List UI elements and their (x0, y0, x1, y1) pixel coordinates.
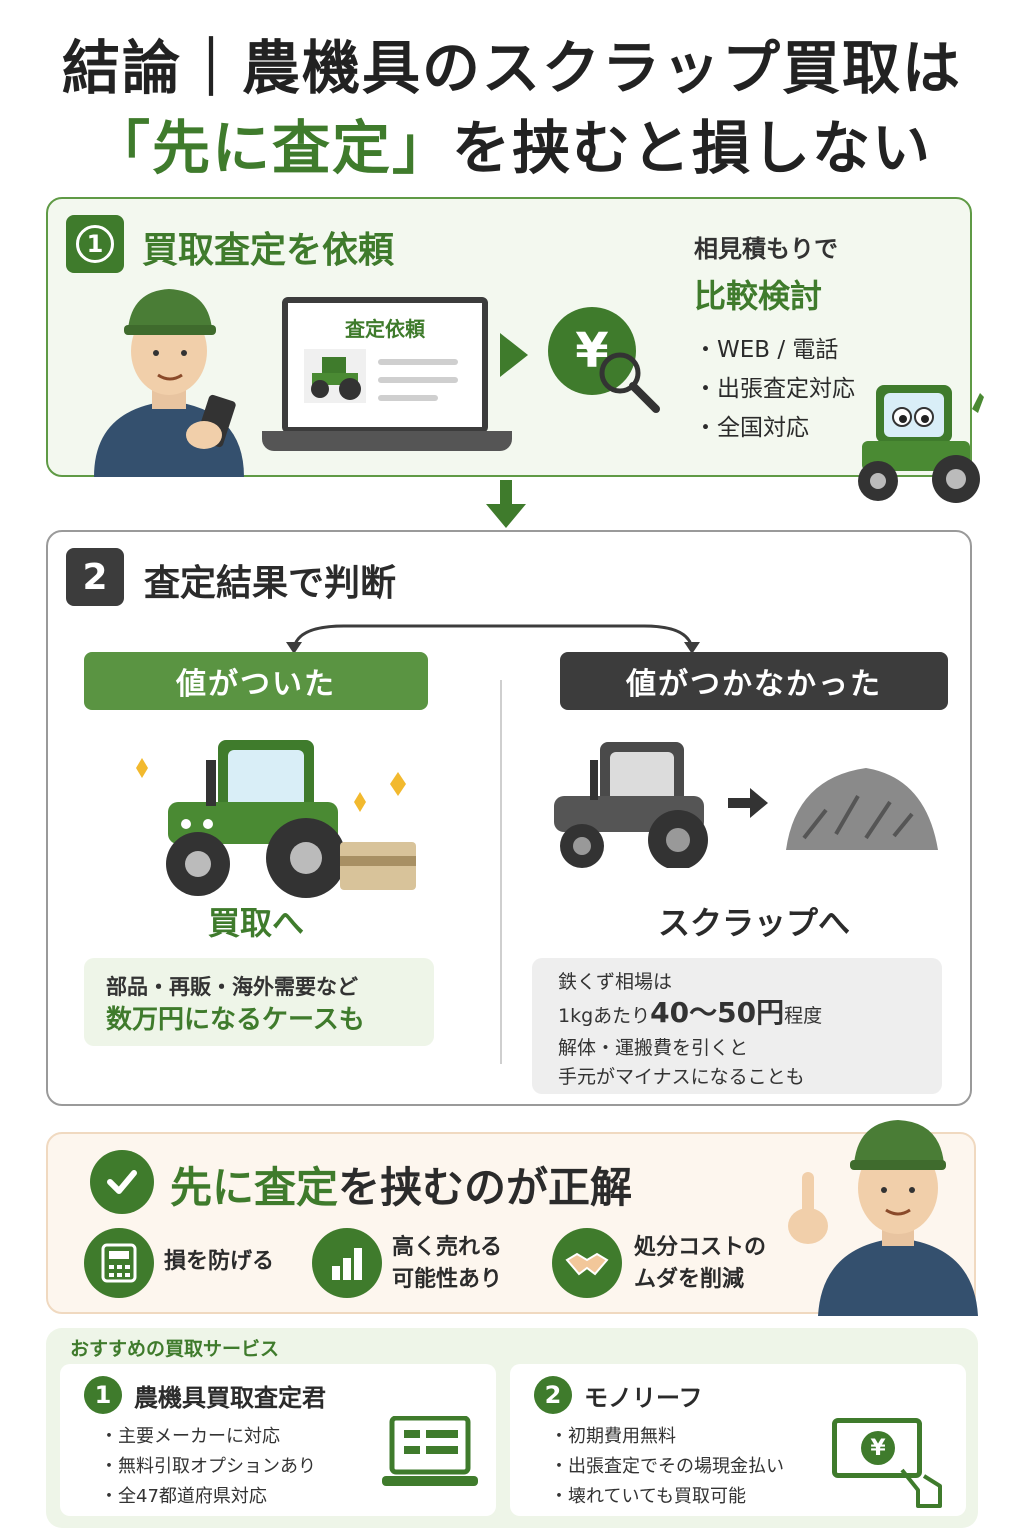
service-bullet-list: ・初期費用無料 ・出張査定でその場現金払い ・壊れていても買取可能 (550, 1422, 784, 1512)
step1-panel: 1 買取査定を依頼 査定依頼 ¥ (46, 197, 984, 503)
valued-note: 部品・再販・海外需要など 数万円になるケースも (84, 958, 434, 1046)
service-bullet: ・壊れていても買取可能 (550, 1486, 747, 1507)
benefit-line: 高く売れる (392, 1235, 503, 1260)
title-line-2-rest: を挟むと損しない (452, 114, 933, 182)
benefit-text: 高く売れる可能性あり (392, 1232, 502, 1296)
scrap-note-line-2: 1kgあたり40〜50円程度 (558, 996, 916, 1033)
service-bullet: ・主要メーカーに対応 (100, 1426, 280, 1447)
valued-note-line-2: 数万円になるケースも (106, 1005, 365, 1035)
benefit-text: 損を防げる (164, 1246, 274, 1278)
laptop-list-icon (382, 1416, 478, 1486)
checkmark-icon (90, 1150, 154, 1214)
valued-pill: 値がついた (84, 652, 428, 710)
service-bullet: ・全47都道府県対応 (100, 1486, 267, 1507)
scrap-price-suffix: 程度 (784, 1005, 823, 1027)
title-highlight: 「先に査定」 (91, 114, 452, 182)
step2-title: 査定結果で判断 (144, 563, 397, 604)
yen-coin-icon: ¥ (861, 1431, 895, 1465)
text-line-placeholder (378, 377, 458, 383)
service-bullet: ・無料引取オプションあり (100, 1456, 316, 1477)
conclusion-title-rest: を挟むのが正解 (338, 1163, 633, 1212)
not-valued-pill: 値がつかなかった (560, 652, 948, 710)
branch-arrow-icon (286, 624, 700, 654)
conclusion-highlight: 先に査定 (170, 1163, 339, 1212)
scrap-note: 鉄くず相場は 1kgあたり40〜50円程度 解体・運搬費を引くと 手元がマイナス… (532, 958, 942, 1094)
step1-number: 1 (76, 225, 114, 263)
service-bullet: ・出張査定でその場現金払い (550, 1456, 784, 1477)
service-name: 農機具買取査定君 (134, 1384, 326, 1412)
laptop-illustration: 査定依頼 (262, 297, 512, 457)
step1-bullet: ・WEB / 電話 (694, 337, 839, 363)
title-line-1: 結論｜農機具のスクラップ買取は (61, 34, 962, 102)
compare-caption: 相見積もりで (694, 235, 838, 263)
tractor-thumbnail-icon (304, 349, 366, 403)
column-divider (500, 680, 502, 1064)
step1-bullet: ・出張査定対応 (694, 376, 855, 402)
service-number: 1 (84, 1376, 122, 1414)
scrap-price-prefix: 1kgあたり (558, 1005, 651, 1027)
laptop-screen: 査定依頼 (282, 297, 488, 433)
service-bullet-list: ・主要メーカーに対応 ・無料引取オプションあり ・全47都道府県対応 (100, 1422, 316, 1512)
cash-bill-icon: ¥ (832, 1418, 922, 1478)
appraisal-request-label: 査定依頼 (345, 317, 425, 341)
scrap-result: スクラップへ (657, 904, 850, 942)
page-title: 結論｜農機具のスクラップ買取は 「先に査定」を挟むと損しない (0, 30, 1024, 186)
calculator-icon (84, 1228, 154, 1298)
conclusion-title: 先に査定を挟むのが正解 (170, 1154, 632, 1215)
pointing-farmer-illustration (788, 1120, 978, 1316)
step2-badge: 2 (66, 548, 124, 606)
yen-icon: ¥ (548, 307, 636, 395)
tractor-mascot-illustration (858, 385, 984, 503)
service-card[interactable]: 2 モノリーフ ・初期費用無料 ・出張査定でその場現金払い ・壊れていても買取可… (510, 1364, 966, 1516)
service-name: モノリーフ (584, 1384, 703, 1412)
valued-note-line-1: 部品・再販・海外需要など (106, 975, 358, 999)
service-number: 2 (534, 1376, 572, 1414)
service-bullet: ・初期費用無料 (550, 1426, 676, 1447)
laptop-keyboard (262, 431, 512, 451)
benefit-text: 処分コストのムダを削減 (634, 1232, 766, 1296)
arrow-down-icon (486, 480, 526, 528)
benefit-line: ムダを削減 (634, 1267, 745, 1292)
benefit-line: 処分コストの (634, 1235, 767, 1260)
farmer-with-phone-illustration (94, 289, 244, 477)
service-card[interactable]: 1 農機具買取査定君 ・主要メーカーに対応 ・無料引取オプションあり ・全47都… (60, 1364, 496, 1516)
compare-highlight: 比較検討 (694, 277, 823, 315)
arrow-right-icon (500, 333, 528, 377)
scrap-note-line-3: 解体・運搬費を引くと (558, 1037, 749, 1059)
step1-title: 買取査定を依頼 (142, 230, 395, 271)
benefit-line: 可能性あり (392, 1267, 503, 1292)
conclusion-panel: 先に査定を挟むのが正解 損を防げる 高く売れる可能性あり 処分コストのムダを削減 (46, 1120, 978, 1316)
benefit-line: 損を防げる (164, 1249, 275, 1274)
step1-badge: 1 (66, 215, 124, 273)
services-label: おすすめの買取サービス (70, 1338, 280, 1360)
services-panel: おすすめの買取サービス 1 農機具買取査定君 ・主要メーカーに対応 ・無料引取オ… (46, 1328, 978, 1528)
hand-icon (900, 1468, 942, 1508)
bar-chart-icon (312, 1228, 382, 1298)
text-line-placeholder (378, 359, 458, 365)
text-line-placeholder (378, 395, 438, 401)
buyback-result: 買取へ (207, 904, 304, 942)
title-line-2: 「先に査定」を挟むと損しない (0, 110, 1024, 186)
scrap-price-value: 40〜50円 (650, 996, 785, 1029)
handshake-icon (552, 1228, 622, 1298)
scrap-note-line-4: 手元がマイナスになることも (558, 1066, 805, 1088)
step1-bullet-list: ・WEB / 電話 ・出張査定対応 ・全国対応 (694, 331, 855, 448)
green-tractor-with-money-illustration (136, 740, 416, 898)
magnifier-icon (599, 352, 660, 413)
grey-tractor-to-scrap-illustration (554, 742, 938, 868)
step2-panel: 2 査定結果で判断 値がついた 値がつかなかった 買取へ スクラ (46, 530, 972, 1106)
scrap-note-line-1: 鉄くず相場は (558, 971, 673, 993)
step1-bullet: ・全国対応 (694, 415, 809, 441)
